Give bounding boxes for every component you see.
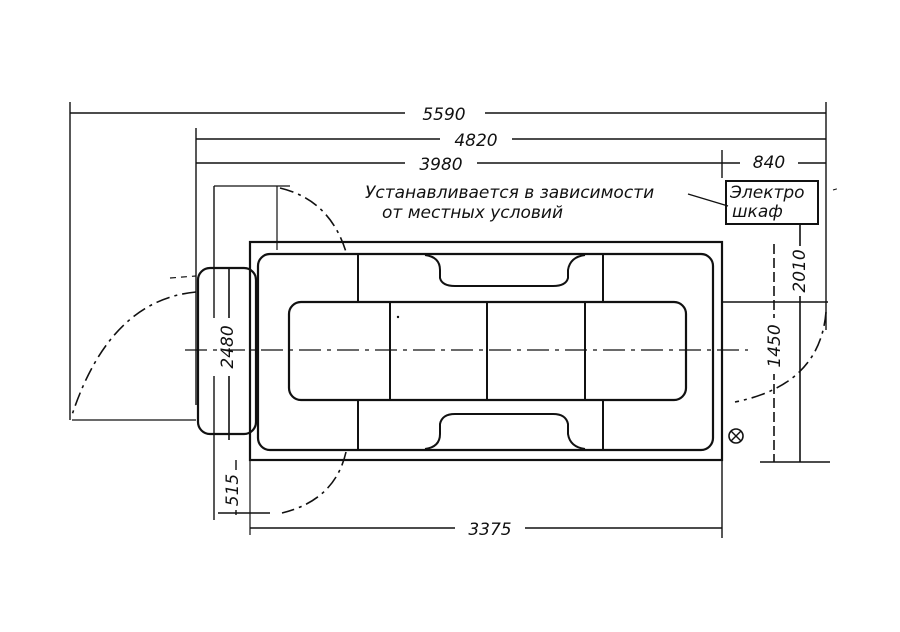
label-1450: 1450 xyxy=(765,324,785,367)
label-3980: 3980 xyxy=(419,155,462,175)
work-table xyxy=(287,300,688,402)
label-515: 515 xyxy=(223,474,243,506)
electrical-cabinet: Электро шкаф xyxy=(725,180,819,225)
installation-note-line1: Устанавливается в зависимости xyxy=(365,183,654,203)
label-840: 840 xyxy=(753,153,785,173)
cabinet-label-line2: шкаф xyxy=(732,202,783,222)
label-5590: 5590 xyxy=(422,105,465,125)
machine-base xyxy=(196,240,724,462)
label-2480: 2480 xyxy=(218,325,238,368)
installation-note-line2: от местных условий xyxy=(382,203,563,223)
dimension-4820 xyxy=(195,128,826,405)
note-leader xyxy=(687,193,729,207)
cabinet-label-line1: Электро xyxy=(729,183,805,203)
label-4820: 4820 xyxy=(454,131,497,151)
label-3375: 3375 xyxy=(468,520,511,540)
dimension-3980 xyxy=(196,150,826,178)
crossed-circle-icon xyxy=(728,428,744,444)
label-2010: 2010 xyxy=(790,249,810,292)
